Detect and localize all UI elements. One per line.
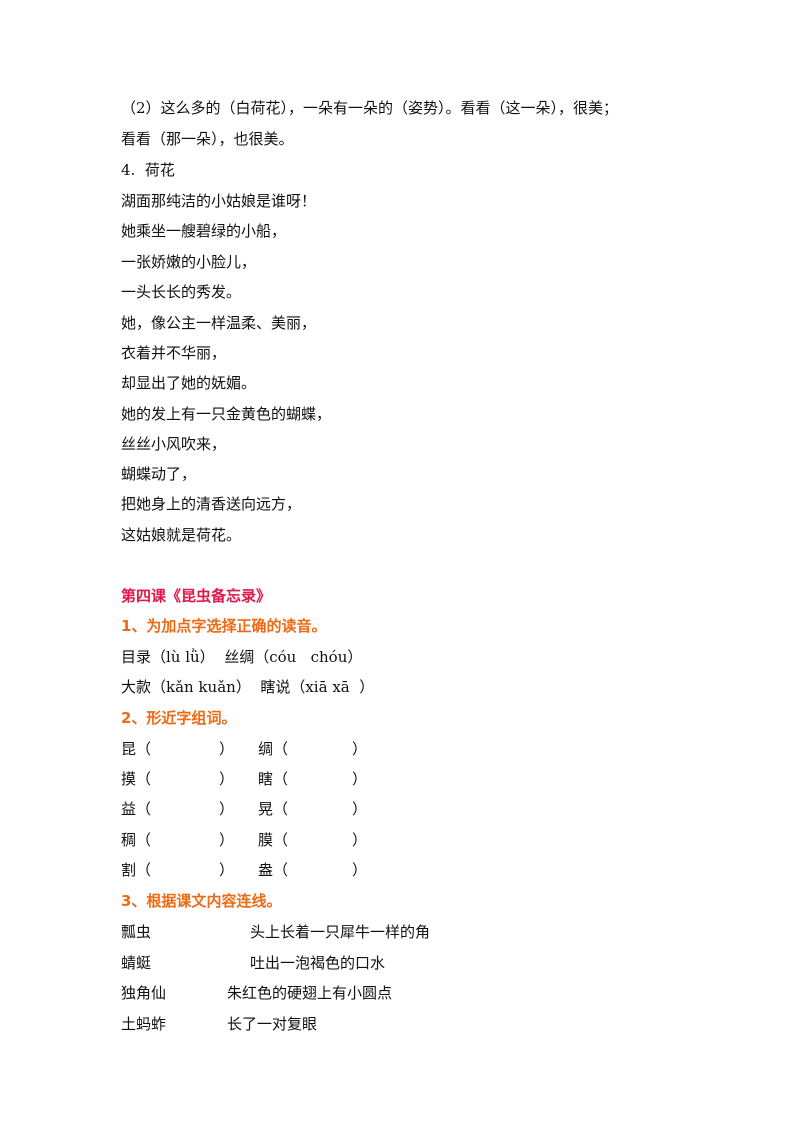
q3-desc: 长了一对复眼 — [227, 1015, 318, 1033]
poem-line: 她，像公主一样温柔、美丽， — [121, 314, 317, 332]
q2-left-char: 益（ — [121, 800, 152, 818]
poem-line: 这姑娘就是荷花。 — [121, 526, 242, 544]
q3-desc: 吐出一泡褐色的口水 — [250, 954, 386, 972]
q2-left-close: ） — [219, 740, 235, 758]
poem-line: 蝴蝶动了， — [121, 465, 197, 483]
poem-line: 她的发上有一只金黄色的蝴蝶， — [121, 405, 332, 423]
q2-heading: 2、形近字组词。 — [121, 709, 237, 727]
poem-line: 一张娇嫩的小脸儿， — [121, 253, 257, 271]
q2-left-char: 割（ — [121, 861, 152, 879]
q2-right-close: ） — [352, 740, 368, 758]
q2-right-close: ） — [352, 831, 368, 849]
lesson-title: 第四课《昆虫备忘录》 — [121, 587, 272, 605]
item2-line2: 看看（那一朵），也很美。 — [121, 130, 294, 148]
q2-right-char: 绸（ — [258, 740, 289, 758]
q1-line2: 大款（kǎn kuǎn） 瞎说（xiā xā ） — [121, 678, 375, 696]
q3-insect: 瓢虫 — [121, 923, 152, 941]
poem-line: 把她身上的清香送向远方， — [121, 495, 302, 513]
poem-line: 丝丝小风吹来， — [121, 435, 227, 453]
q3-desc: 头上长着一只犀牛一样的角 — [250, 923, 431, 941]
poem-line: 湖面那纯洁的小姑娘是谁呀！ — [121, 192, 317, 210]
q3-insect: 独角仙 — [121, 984, 167, 1002]
q3-desc: 朱红色的硬翅上有小圆点 — [227, 984, 393, 1002]
q2-left-close: ） — [219, 831, 235, 849]
q1-line1: 目录（lù lǜ） 丝绸（cóu chóu） — [121, 648, 363, 666]
q1-heading: 1、为加点字选择正确的读音。 — [121, 617, 327, 635]
item2-line1: （2）这么多的（白荷花），一朵有一朵的（姿势）。看看（这一朵），很美； — [121, 99, 619, 117]
poem-line: 却显出了她的妩媚。 — [121, 374, 257, 392]
q2-right-close: ） — [352, 800, 368, 818]
q2-right-close: ） — [352, 861, 368, 879]
q3-insect: 土蚂蚱 — [121, 1015, 167, 1033]
q2-right-char: 盎（ — [258, 861, 289, 879]
q2-left-char: 稠（ — [121, 831, 152, 849]
poem-line: 一头长长的秀发。 — [121, 283, 242, 301]
q2-left-close: ） — [219, 861, 235, 879]
q2-left-close: ） — [219, 800, 235, 818]
q2-right-char: 膜（ — [258, 831, 289, 849]
q2-right-char: 瞎（ — [258, 770, 289, 788]
q3-insect: 蜻蜓 — [121, 954, 152, 972]
q2-left-close: ） — [219, 770, 235, 788]
poem-line: 衣着并不华丽， — [121, 344, 227, 362]
poem-line: 她乘坐一艘碧绿的小船， — [121, 222, 287, 240]
q3-heading: 3、根据课文内容连线。 — [121, 892, 282, 910]
q2-left-char: 昆（ — [121, 740, 152, 758]
q2-right-char: 晃（ — [258, 800, 289, 818]
q2-right-close: ） — [352, 770, 368, 788]
q2-left-char: 摸（ — [121, 770, 152, 788]
item4-label: 4. 荷花 — [121, 161, 175, 179]
